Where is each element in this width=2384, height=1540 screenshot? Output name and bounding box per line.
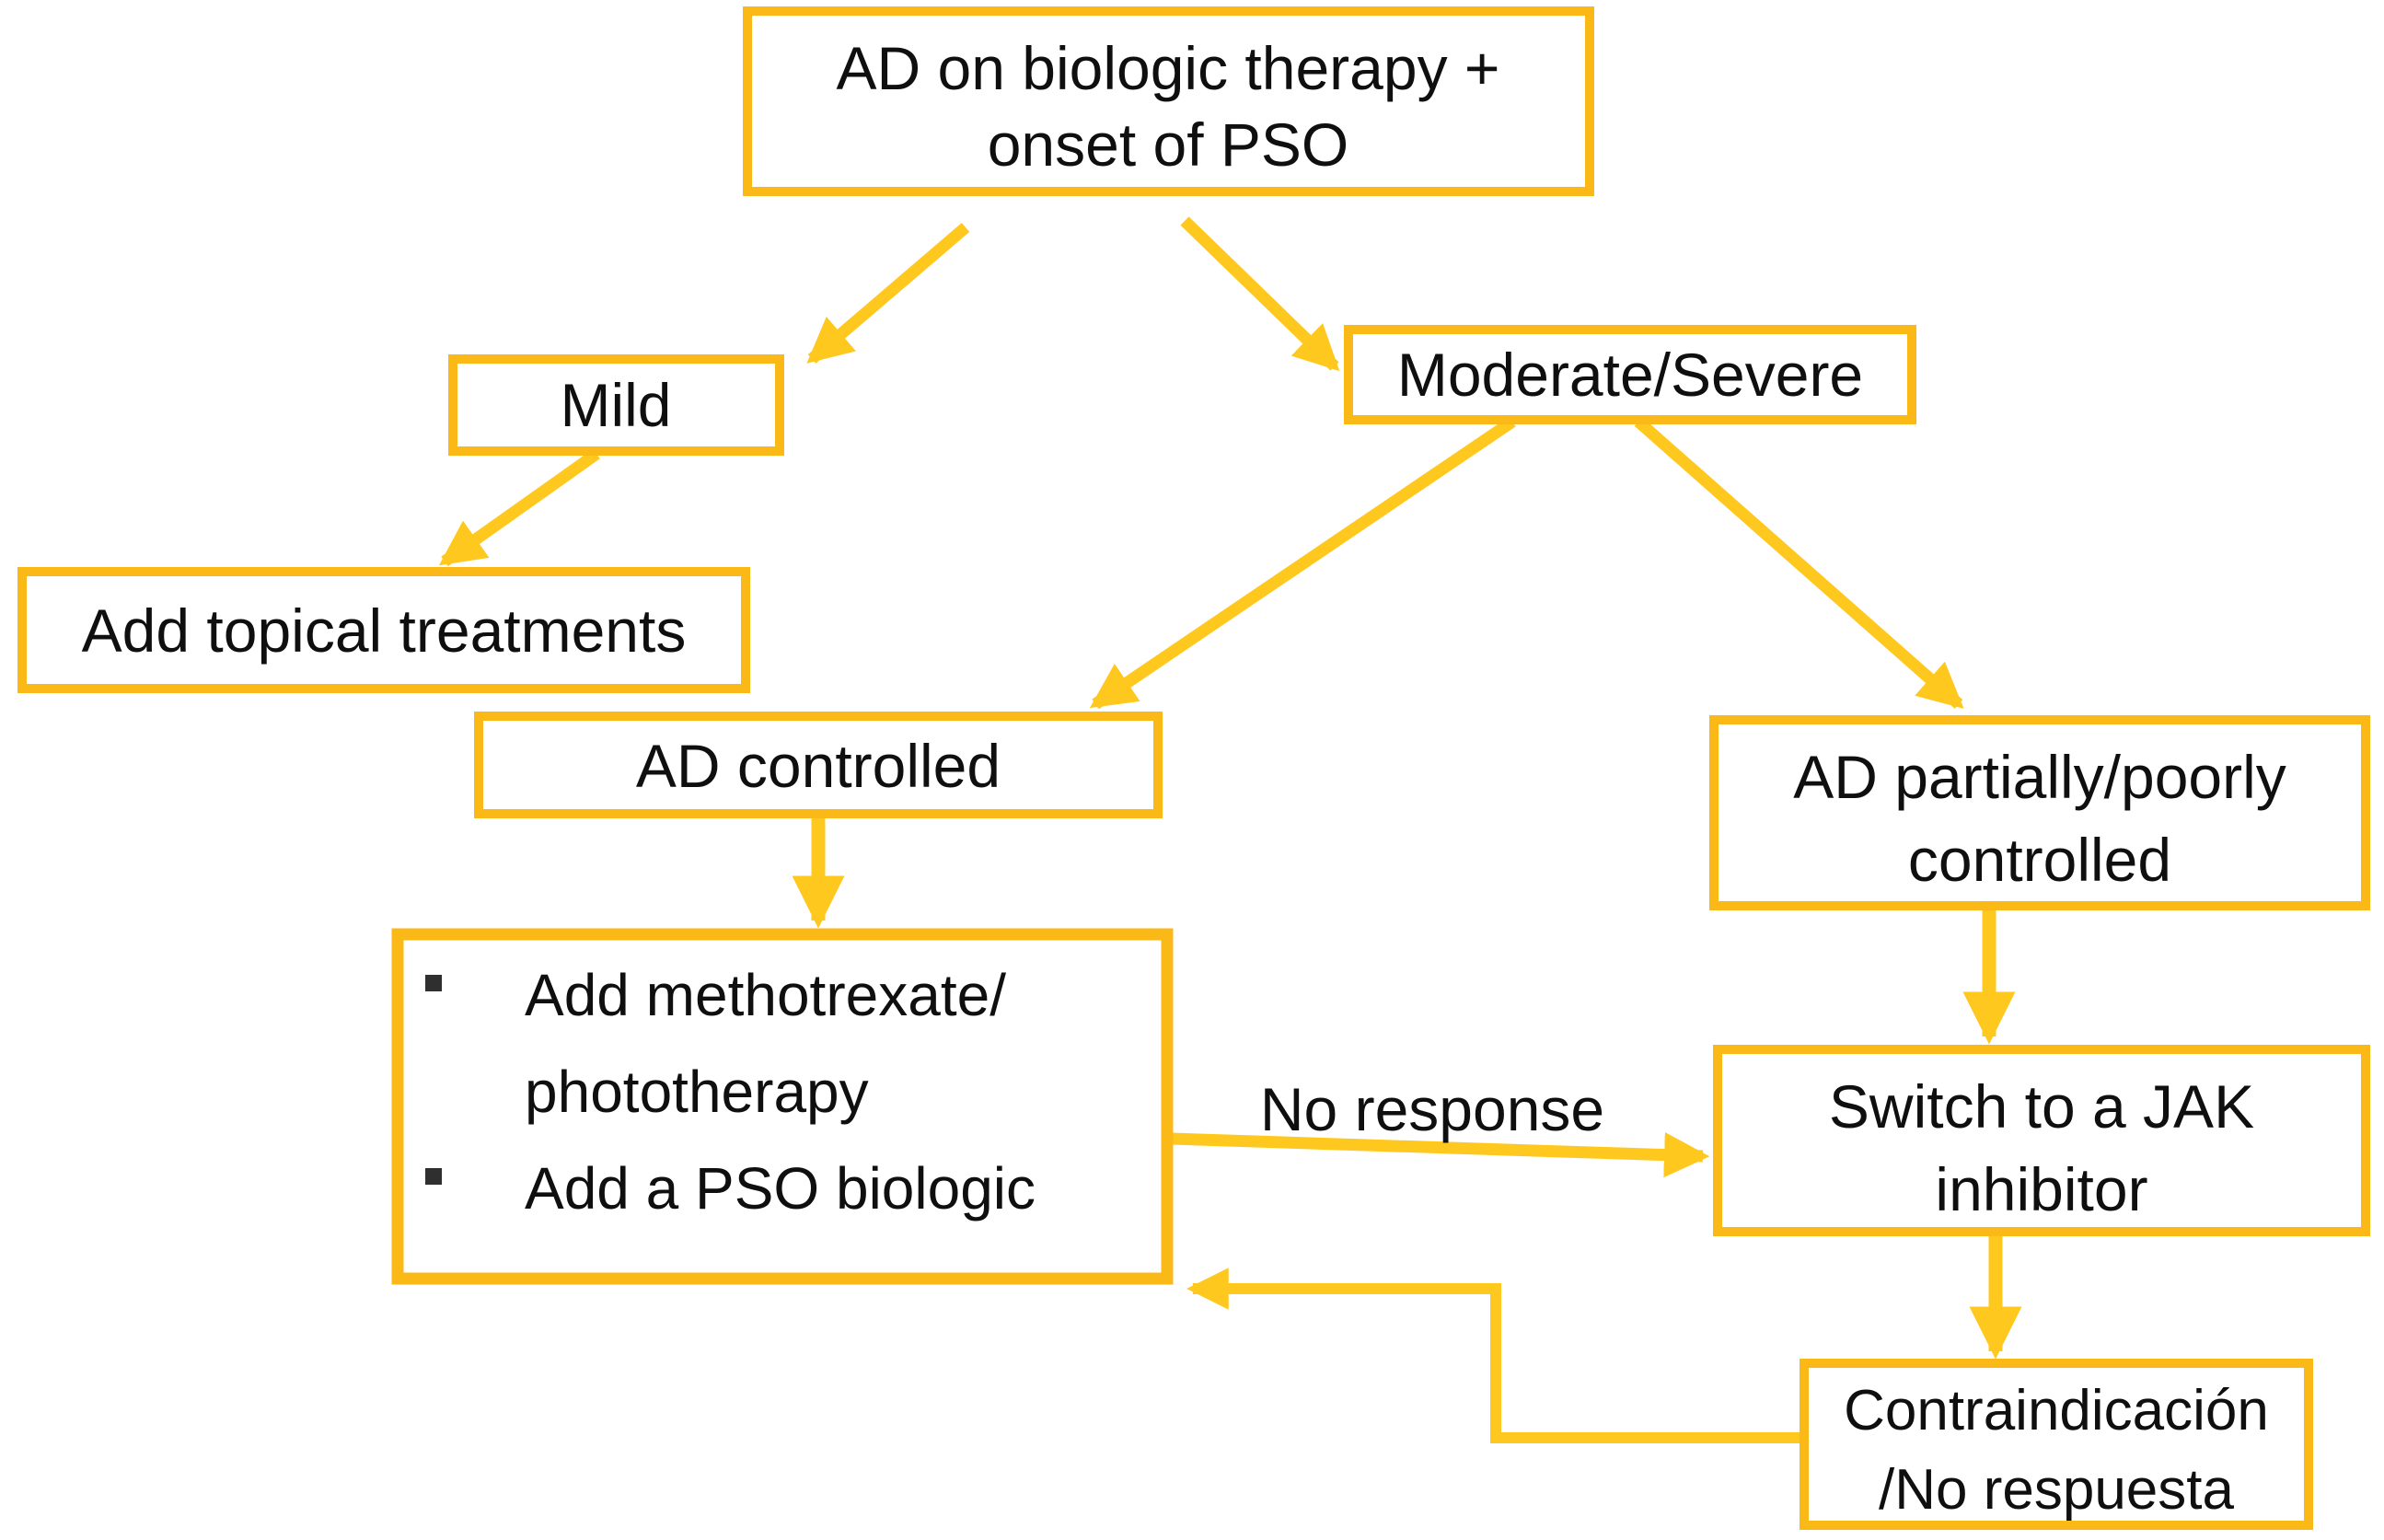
node-start-label-line2: onset of PSO — [988, 110, 1349, 179]
node-ad-controlled: AD controlled — [474, 712, 1163, 818]
node-start: AD on biologic therapy + onset of PSO — [743, 6, 1594, 196]
node-mild-label: Mild — [560, 371, 671, 439]
node-moderate-severe: Moderate/Severe — [1344, 325, 1916, 424]
node-add-topical-box — [17, 567, 750, 693]
node-jak-label-line2: inhibitor — [1935, 1155, 2147, 1223]
node-moderate-severe-box — [1344, 325, 1916, 424]
node-start-label-line1: AD on biologic therapy + — [837, 34, 1500, 102]
edge-start-to-moderate — [1180, 216, 1340, 372]
edges: No response — [438, 216, 2022, 1443]
edge-options-to-jak — [1170, 1131, 1710, 1178]
node-contra-label-line1: Contraindicación — [1844, 1379, 2269, 1442]
node-contra-box — [1800, 1359, 2313, 1530]
node-jak: Switch to a JAK inhibitor — [1713, 1045, 2370, 1236]
node-add-options: Add methotrexate/ phototherapy Add a PSO… — [391, 928, 1174, 1285]
node-jak-box — [1713, 1045, 2370, 1236]
edge-label-no-response: No response — [1260, 1075, 1604, 1143]
node-ad-controlled-box — [474, 712, 1163, 818]
node-mild: Mild — [448, 354, 784, 456]
edge-start-to-mild — [806, 223, 970, 364]
node-contra-label-line2: /No respuesta — [1879, 1458, 2235, 1522]
node-start-box — [743, 6, 1594, 196]
bullet-square-icon — [425, 975, 442, 991]
node-add-topical-label: Add topical treatments — [82, 596, 687, 665]
node-ad-partial-label-line1: AD partially/poorly — [1793, 743, 2286, 811]
node-moderate-severe-label: Moderate/Severe — [1397, 341, 1863, 409]
node-mild-box — [448, 354, 784, 456]
edge-contra-to-options-feedback — [1186, 1268, 1804, 1443]
node-add-options-box — [391, 928, 1174, 1285]
edge-mild-to-topical — [438, 448, 600, 567]
node-add-options-item2-line1: Add a PSO biologic — [525, 1155, 1036, 1222]
node-ad-partial: AD partially/poorly controlled — [1709, 715, 2370, 910]
node-jak-label-line1: Switch to a JAK — [1829, 1072, 2254, 1141]
node-add-options-item1-line1: Add methotrexate/ — [525, 962, 1006, 1028]
node-ad-controlled-label: AD controlled — [636, 732, 1001, 800]
node-contra: Contraindicación /No respuesta — [1800, 1359, 2313, 1530]
edge-moderate-to-adcontrolled — [1089, 416, 1516, 710]
bullet-square-icon — [425, 1168, 442, 1185]
edge-moderate-to-adpartial — [1634, 417, 1964, 709]
node-add-topical: Add topical treatments — [17, 567, 750, 693]
node-ad-partial-label-line2: controlled — [1908, 826, 2171, 894]
node-add-options-item1-line2: phototherapy — [525, 1059, 869, 1125]
node-ad-partial-box — [1709, 715, 2370, 910]
